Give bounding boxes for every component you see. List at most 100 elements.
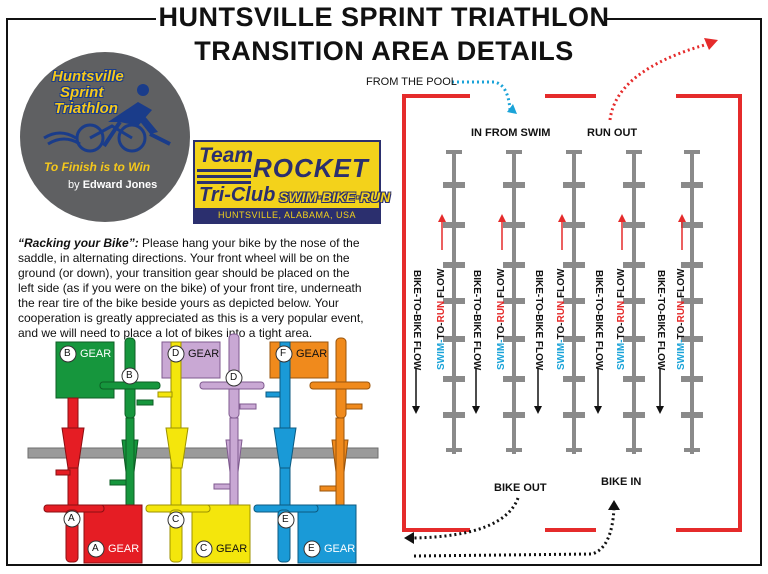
in-from-swim-label: IN FROM SWIM xyxy=(471,127,551,139)
logo-by: by xyxy=(68,179,80,191)
flow-to-text: TO- xyxy=(496,322,507,340)
flow-to-text: TO- xyxy=(436,322,447,340)
rack-crossbar xyxy=(623,262,645,268)
rack-crossbar xyxy=(623,412,645,418)
title-rule-left xyxy=(6,18,156,20)
logo-motto: To Finish is to Win xyxy=(44,160,151,174)
marker-d-letter: D xyxy=(230,372,238,383)
flow-to-text: TO- xyxy=(556,322,567,340)
logo-sponsor: by Edward Jones xyxy=(68,179,157,191)
bike-out-arrow xyxy=(413,497,520,540)
rack-cap xyxy=(684,150,700,154)
racking-body: Please hang your bike by the nose of the… xyxy=(18,236,364,340)
rack-cap xyxy=(626,448,642,452)
run-out-label: RUN OUT xyxy=(587,127,638,139)
bike-to-bike-flow-label: BIKE-TO-BIKE FLOW xyxy=(411,270,422,371)
flow-to-text: TO- xyxy=(676,322,687,340)
flow-end-text: FLOW xyxy=(556,268,567,301)
flow-end-text: FLOW xyxy=(436,268,447,301)
bike-in-label: BIKE IN xyxy=(601,476,642,488)
club-logo-rocket: ROCKET xyxy=(253,153,369,183)
rack-crossbar xyxy=(503,412,525,418)
flow-end-text: FLOW xyxy=(616,268,627,301)
bike-flow-down-arrowhead xyxy=(412,406,420,414)
rack-crossbar xyxy=(681,182,703,188)
logo-text-line3: Triathlon xyxy=(54,100,118,117)
rack-crossbar xyxy=(563,262,585,268)
rack-cap xyxy=(684,448,700,452)
gear-b-label: GEAR xyxy=(80,348,112,360)
rack-crossbar xyxy=(563,222,585,228)
bike-flow-down-arrowhead xyxy=(472,406,480,414)
rack-crossbar xyxy=(563,376,585,382)
bike-to-bike-flow-label: BIKE-TO-BIKE FLOW xyxy=(471,270,482,371)
gear-c-letter: C xyxy=(200,543,208,554)
rack-crossbar xyxy=(681,412,703,418)
club-logo-tri-club: Tri-Club xyxy=(199,184,276,206)
run-flow-up-arrowhead xyxy=(558,214,566,222)
flow-swim-text: SWIM- xyxy=(616,339,627,370)
flow-run-text: RUN xyxy=(676,300,687,323)
rack-cap xyxy=(566,448,582,452)
rack-crossbar xyxy=(443,222,465,228)
logo-sponsor-name: Edward Jones xyxy=(82,179,158,191)
rack-cap xyxy=(446,448,462,452)
from-pool-arrow xyxy=(452,80,512,111)
rack-post xyxy=(452,150,456,454)
rack-crossbar xyxy=(443,182,465,188)
rack-crossbar xyxy=(443,262,465,268)
bike-to-bike-flow-label: BIKE-TO-BIKE FLOW xyxy=(593,270,604,371)
flow-swim-text: SWIM- xyxy=(496,339,507,370)
run-flow-up-arrowhead xyxy=(498,214,506,222)
rack-post xyxy=(512,150,516,454)
rocket-stripes-icon xyxy=(197,169,251,184)
club-logo-team: Team xyxy=(199,144,254,167)
bike-to-bike-flow-label: BIKE-TO-BIKE FLOW xyxy=(655,270,666,371)
rack-cap xyxy=(506,150,522,154)
title-rule-right xyxy=(606,18,762,20)
page-title: HUNTSVILLE SPRINT TRIATHLON xyxy=(158,2,610,32)
marker-b-letter: B xyxy=(126,370,133,381)
run-flow-up-arrowhead xyxy=(618,214,626,222)
marker-e-letter: E xyxy=(282,514,289,525)
swim-to-run-flow-label: SWIM-TO-RUN FLOW xyxy=(556,269,567,370)
event-logo: Huntsville Sprint Triathlon To Finish is… xyxy=(20,52,190,222)
border-bottom xyxy=(6,564,762,566)
bike-e xyxy=(253,341,357,564)
gear-a-letter: A xyxy=(92,543,99,554)
from-pool-arrowhead xyxy=(507,104,517,114)
gear-d-label: GEAR xyxy=(188,348,220,360)
rack-crossbar xyxy=(443,412,465,418)
club-logo-tagline: SWIM·BIKE·RUN xyxy=(279,189,391,205)
transition-map xyxy=(402,94,742,532)
bike-b xyxy=(55,337,161,535)
bike-to-bike-flow-label: BIKE-TO-BIKE FLOW xyxy=(533,270,544,371)
rack-crossbar xyxy=(503,182,525,188)
marker-a-letter: A xyxy=(68,513,75,524)
run-flow-up-arrowhead xyxy=(438,214,446,222)
border-left xyxy=(6,18,8,566)
flow-end-text: FLOW xyxy=(676,268,687,301)
rack-crossbar xyxy=(563,412,585,418)
rack-crossbar xyxy=(681,222,703,228)
rack-post xyxy=(572,150,576,454)
rack-crossbar xyxy=(503,376,525,382)
rack-cap xyxy=(566,150,582,154)
gear-f-label: GEAR xyxy=(296,348,328,360)
rack-bar xyxy=(27,447,379,459)
gear-c-label: GEAR xyxy=(216,543,248,555)
rack-cap xyxy=(446,150,462,154)
gear-e-letter: E xyxy=(308,543,315,554)
flow-swim-text: SWIM- xyxy=(556,339,567,370)
rack-crossbar xyxy=(681,376,703,382)
gear-f-letter: F xyxy=(280,348,287,359)
flow-run-text: RUN xyxy=(496,300,507,323)
rack-crossbar xyxy=(503,262,525,268)
rack-crossbar xyxy=(681,262,703,268)
racking-instructions: “Racking your Bike”: Please hang your bi… xyxy=(18,236,368,341)
racking-heading: “Racking your Bike”: xyxy=(18,236,139,250)
flow-swim-text: SWIM- xyxy=(676,339,687,370)
bike-flow-down-arrowhead xyxy=(534,406,542,414)
rack-crossbar xyxy=(623,222,645,228)
